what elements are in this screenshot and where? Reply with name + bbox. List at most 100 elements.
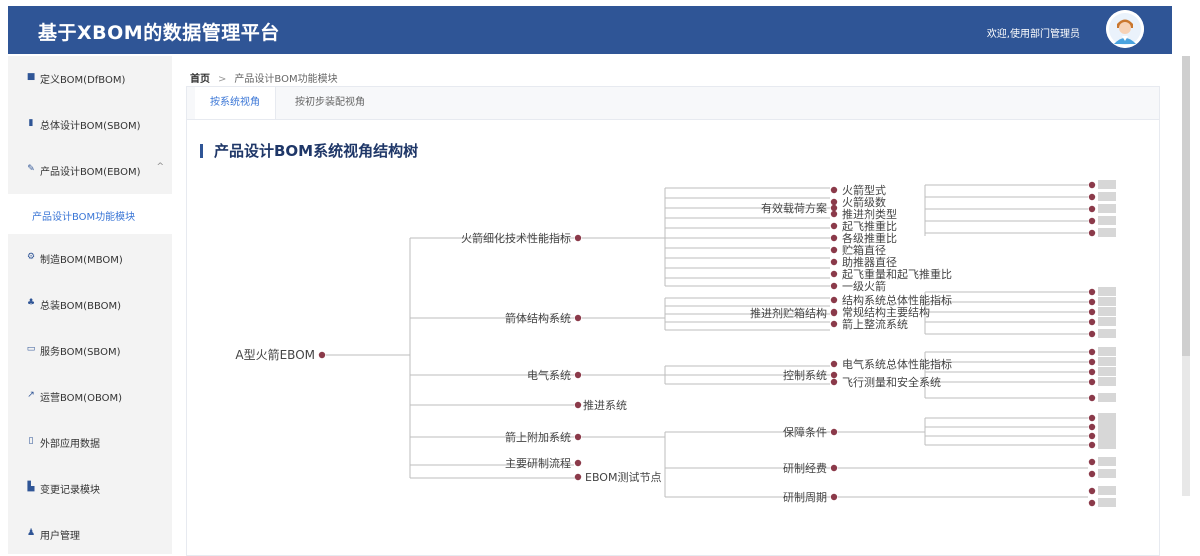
tree-node-dot[interactable] xyxy=(1088,499,1096,507)
network-icon: ♣ xyxy=(26,298,36,308)
tree-node-dot[interactable] xyxy=(830,270,838,278)
tree-node-dot[interactable] xyxy=(574,371,582,379)
tab-assembly-view[interactable]: 按初步装配视角 xyxy=(295,97,365,108)
tree-node-dot[interactable] xyxy=(1088,432,1096,440)
user-avatar[interactable] xyxy=(1106,10,1144,48)
tree-node-dot[interactable] xyxy=(1088,229,1096,237)
tree-leaf-node[interactable]: 常规结构主要结构 xyxy=(842,305,930,319)
tree-node-dot[interactable] xyxy=(1088,288,1096,296)
tree-leaf-node[interactable]: 结构系统总体性能指标 xyxy=(842,293,952,307)
tree-node-dot[interactable] xyxy=(830,493,838,501)
tree-node-dot[interactable] xyxy=(830,258,838,266)
tree-node-dot[interactable] xyxy=(1088,470,1096,478)
tree-node-dot[interactable] xyxy=(830,296,838,304)
tree-node-dot[interactable] xyxy=(830,464,838,472)
tree-node-dot[interactable] xyxy=(574,459,582,467)
scrollbar-thumb[interactable] xyxy=(1182,56,1190,356)
tree-node-dot[interactable] xyxy=(1088,423,1096,431)
tree-node-dot[interactable] xyxy=(1088,217,1096,225)
sidebar-item-mbom[interactable]: ⚙ 制造BOM(MBOM) xyxy=(8,236,172,280)
tree-level1-node[interactable]: 火箭细化技术性能指标 xyxy=(461,231,571,245)
sidebar-item-service-bom[interactable]: ▭ 服务BOM(SBOM) xyxy=(8,328,172,372)
tree-node-dot[interactable] xyxy=(830,234,838,242)
tree-level1-node[interactable]: EBOM测试节点 xyxy=(585,471,661,484)
tree-level2-node[interactable]: 保障条件 xyxy=(783,425,827,439)
tab-system-view[interactable]: 按系统视角 xyxy=(195,87,276,119)
tree-level1-node[interactable]: 箭体结构系统 xyxy=(505,311,571,325)
tree-node-dot[interactable] xyxy=(1088,308,1096,316)
tree-level1-node[interactable]: 箭上附加系统 xyxy=(505,430,571,444)
tree-node-dot[interactable] xyxy=(1088,330,1096,338)
tree-node-dot[interactable] xyxy=(1088,358,1096,366)
tree-node-dot[interactable] xyxy=(574,401,582,409)
tree-level2-node[interactable]: 控制系统 xyxy=(783,368,827,382)
tree-leaf-node[interactable]: 电气系统总体性能指标 xyxy=(842,357,952,371)
tree-node-dot[interactable] xyxy=(1088,458,1096,466)
tree-node-dot[interactable] xyxy=(830,371,838,379)
tree-node-dot[interactable] xyxy=(1088,298,1096,306)
tree-node-dot[interactable] xyxy=(830,378,838,386)
tree-node-dot[interactable] xyxy=(1088,378,1096,386)
tree-node-dot[interactable] xyxy=(830,360,838,368)
tree-root-node[interactable]: A型火箭EBOM xyxy=(235,347,315,362)
tree-node-dot[interactable] xyxy=(1088,181,1096,189)
tree-level1-node[interactable]: 推进系统 xyxy=(583,398,627,412)
tree-node-dot[interactable] xyxy=(574,473,582,481)
tree-leaf-node[interactable]: 起飞推重比 xyxy=(842,219,897,233)
sidebar-item-bbom[interactable]: ♣ 总装BOM(BBOM) xyxy=(8,282,172,326)
sidebar-item-obom[interactable]: ↗ 运营BOM(OBOM) xyxy=(8,374,172,418)
tree-leaf-node[interactable]: 贮箱直径 xyxy=(842,243,886,257)
tree-leaf-node[interactable]: 箭上整流系统 xyxy=(842,317,908,331)
tree-node-dot[interactable] xyxy=(830,222,838,230)
tree-level2-node[interactable]: 有效载荷方案 xyxy=(761,201,827,215)
tree-level2-node[interactable]: 推进剂贮箱结构 xyxy=(750,306,827,320)
tree-node-dot[interactable] xyxy=(1088,414,1096,422)
tree-node-dot[interactable] xyxy=(830,246,838,254)
tree-node-dot[interactable] xyxy=(830,186,838,194)
tree-node-dot[interactable] xyxy=(1088,318,1096,326)
sidebar-subitem-ebom-module[interactable]: 产品设计BOM功能模块 xyxy=(8,194,172,234)
tree-level2-node[interactable]: 研制经费 xyxy=(783,462,827,475)
tree-leaf-node[interactable]: 飞行测量和安全系统 xyxy=(842,375,941,389)
tree-node-dot[interactable] xyxy=(830,428,838,436)
sidebar-item-sbom[interactable]: ▮ 总体设计BOM(SBOM) xyxy=(8,102,172,146)
tree-node-dot[interactable] xyxy=(1088,368,1096,376)
tree-node-dot[interactable] xyxy=(318,351,326,359)
tree-node-dot[interactable] xyxy=(1088,394,1096,402)
sidebar-item-change-log[interactable]: ▙ 变更记录模块 xyxy=(8,466,172,510)
top-header: 基于XBOM的数据管理平台 欢迎,使用部门管理员 xyxy=(8,6,1172,54)
tree-node-dot[interactable] xyxy=(830,198,838,206)
tree-node-dot[interactable] xyxy=(1088,487,1096,495)
tree-leaf-node[interactable]: 火箭级数 xyxy=(842,195,886,209)
tree-node-dot[interactable] xyxy=(574,433,582,441)
tree-node-dot[interactable] xyxy=(830,204,838,212)
tree-level1-node[interactable]: 主要研制流程 xyxy=(505,456,571,470)
tree-node-dot[interactable] xyxy=(830,210,838,218)
tree-leaf-node[interactable]: 火箭型式 xyxy=(842,183,886,197)
tree-node-dot[interactable] xyxy=(1088,441,1096,449)
sidebar-item-dfbom[interactable]: ■ 定义BOM(DfBOM) xyxy=(8,56,172,100)
tree-leaf-node[interactable]: 一级火箭 xyxy=(842,279,886,293)
leaf-placeholder xyxy=(1098,204,1116,213)
page-scrollbar[interactable] xyxy=(1182,56,1190,496)
breadcrumb-home[interactable]: 首页 xyxy=(190,74,210,85)
tree-node-dot[interactable] xyxy=(830,308,838,316)
tree-leaf-node[interactable]: 各级推重比 xyxy=(842,231,897,245)
sidebar-item-user-management[interactable]: ♟ 用户管理 xyxy=(8,512,172,556)
sidebar-item-label: 用户管理 xyxy=(40,531,80,542)
tree-leaf-node[interactable]: 起飞重量和起飞推重比 xyxy=(842,267,952,281)
sidebar-item-external-data[interactable]: ▯ 外部应用数据 xyxy=(8,420,172,464)
tree-node-dot[interactable] xyxy=(1088,193,1096,201)
tree-node-dot[interactable] xyxy=(1088,205,1096,213)
sidebar-item-ebom[interactable]: ✎ 产品设计BOM(EBOM) ^ xyxy=(8,148,172,192)
tree-level2-node[interactable]: 研制周期 xyxy=(783,491,827,504)
tree-node-dot[interactable] xyxy=(830,320,838,328)
tree-node-dot[interactable] xyxy=(574,314,582,322)
tree-leaf-node[interactable]: 助推器直径 xyxy=(842,255,897,269)
tree-node-dot[interactable] xyxy=(574,234,582,242)
tree-node-dot[interactable] xyxy=(1088,348,1096,356)
tree-level1-node[interactable]: 电气系统 xyxy=(527,368,571,382)
tree-node-dot[interactable] xyxy=(830,282,838,290)
leaf-placeholder xyxy=(1098,498,1116,507)
tree-leaf-node[interactable]: 推进剂类型 xyxy=(842,207,897,221)
